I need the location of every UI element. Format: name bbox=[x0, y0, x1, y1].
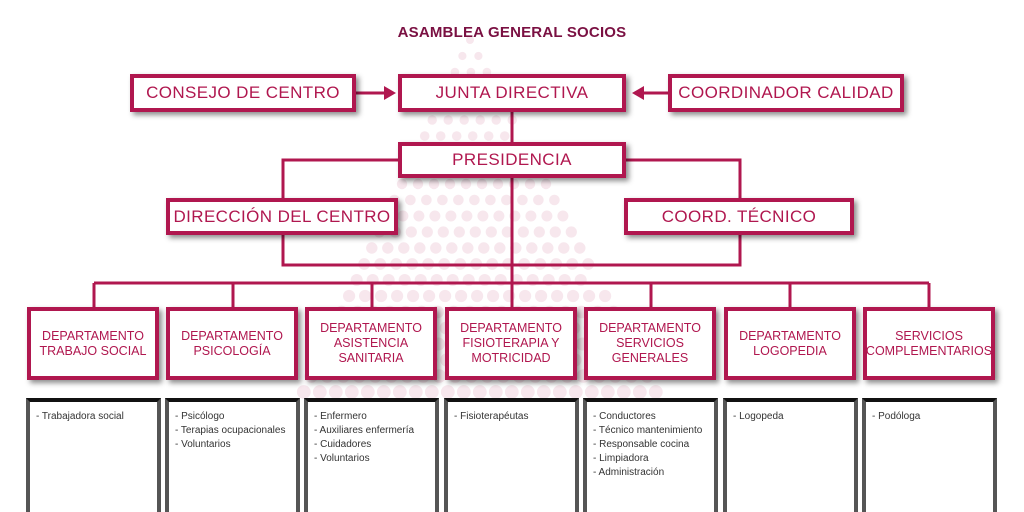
staff-item: - Conductores bbox=[593, 411, 656, 422]
staff-item: - Psicólogo bbox=[175, 411, 225, 422]
staff-item: - Limpiadora bbox=[593, 453, 649, 464]
node-label: CONSEJO DE CENTRO bbox=[146, 83, 340, 102]
department-label: DEPARTAMENTO SERVICIOS GENERALES bbox=[599, 321, 701, 365]
node-label: DIRECCIÓN DEL CENTRO bbox=[173, 206, 391, 226]
department-label: DEPARTAMENTO FISIOTERAPIA Y MOTRICIDAD bbox=[460, 321, 562, 365]
department-box: DEPARTAMENTO ASISTENCIA SANITARIA bbox=[305, 307, 437, 380]
staff-item: - Trabajadora social bbox=[36, 411, 124, 422]
staff-item: - Voluntarios bbox=[314, 453, 370, 464]
node-coordinador-calidad: COORDINADOR CALIDAD bbox=[668, 74, 904, 112]
department-staff-list: - Logopeda bbox=[723, 398, 858, 512]
arrow-left-icon bbox=[632, 86, 644, 100]
department-staff-list: - Trabajadora social bbox=[26, 398, 161, 512]
department-label: DEPARTAMENTO ASISTENCIA SANITARIA bbox=[320, 321, 422, 365]
department-staff-list: - Podóloga bbox=[862, 398, 997, 512]
staff-item: - Voluntarios bbox=[175, 439, 231, 450]
node-junta-directiva: JUNTA DIRECTIVA bbox=[398, 74, 626, 112]
staff-item: - Podóloga bbox=[872, 411, 921, 422]
node-consejo-de-centro: CONSEJO DE CENTRO bbox=[130, 74, 356, 112]
department-box: DEPARTAMENTO SERVICIOS GENERALES bbox=[584, 307, 716, 380]
node-presidencia: PRESIDENCIA bbox=[398, 142, 626, 178]
department-label: DEPARTAMENTO PSICOLOGÍA bbox=[181, 328, 283, 358]
node-coord-tecnico: COORD. TÉCNICO bbox=[624, 198, 854, 235]
department-staff-list: - Enfermero - Auxiliares enfermería - Cuid… bbox=[304, 398, 439, 512]
staff-item: - Auxiliares enfermería bbox=[314, 425, 415, 436]
department-box: DEPARTAMENTO LOGOPEDIA bbox=[724, 307, 856, 380]
staff-item: - Fisioterapéutas bbox=[454, 411, 529, 422]
staff-item: - Administración bbox=[593, 467, 665, 478]
staff-item: - Terapias ocupacionales bbox=[175, 425, 286, 436]
department-box: DEPARTAMENTO TRABAJO SOCIAL bbox=[27, 307, 159, 380]
node-label: JUNTA DIRECTIVA bbox=[435, 83, 589, 102]
node-label: COORDINADOR CALIDAD bbox=[678, 83, 894, 102]
arrow-right-icon bbox=[384, 86, 396, 100]
node-label: PRESIDENCIA bbox=[452, 150, 572, 169]
department-box: DEPARTAMENTO PSICOLOGÍA bbox=[166, 307, 298, 380]
staff-item: - Logopeda bbox=[733, 411, 784, 422]
staff-item: - Enfermero bbox=[314, 411, 367, 422]
department-box: DEPARTAMENTO FISIOTERAPIA Y MOTRICIDAD bbox=[445, 307, 577, 380]
staff-item: - Responsable cocina bbox=[593, 439, 690, 450]
department-staff-list: - Psicólogo - Terapias ocupacionales - Vol… bbox=[165, 398, 300, 512]
node-label: COORD. TÉCNICO bbox=[661, 206, 817, 226]
department-label: DEPARTAMENTO LOGOPEDIA bbox=[739, 328, 841, 358]
department-staff-list: - Fisioterapéutas bbox=[444, 398, 579, 512]
department-staff-list: - Conductores - Técnico mantenimiento - Re… bbox=[583, 398, 718, 512]
page-title: ASAMBLEA GENERAL SOCIOS bbox=[397, 24, 627, 41]
department-label: SERVICIOS COMPLEMENTARIOS bbox=[865, 328, 993, 358]
department-label: DEPARTAMENTO TRABAJO SOCIAL bbox=[39, 328, 147, 358]
department-box: SERVICIOS COMPLEMENTARIOS bbox=[863, 307, 995, 380]
node-direccion-del-centro: DIRECCIÓN DEL CENTRO bbox=[166, 198, 398, 235]
staff-item: - Cuidadores bbox=[314, 439, 372, 450]
staff-item: - Técnico mantenimiento bbox=[593, 425, 703, 436]
